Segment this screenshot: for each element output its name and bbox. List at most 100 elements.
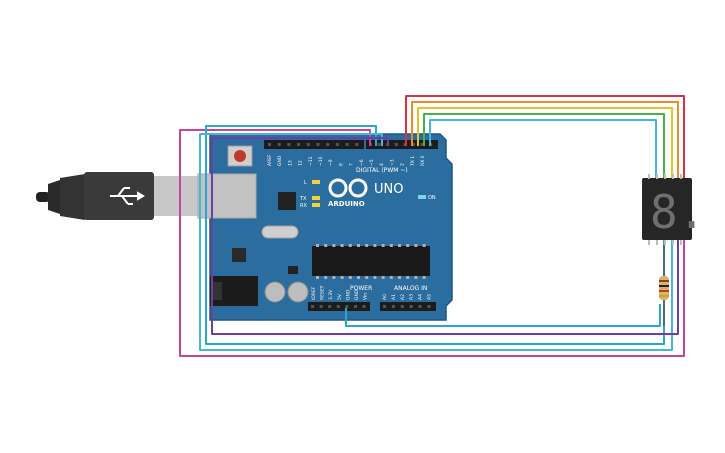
pin-label: GND [354, 289, 360, 300]
pin-label: ~11 [308, 156, 314, 166]
header-hole[interactable] [277, 143, 281, 146]
led-rx [312, 203, 320, 207]
pin-label: A2 [400, 294, 406, 300]
wire-blue-1 [205, 125, 665, 345]
power-header-label: POWER [350, 285, 372, 292]
digital-header-high[interactable] [264, 140, 364, 149]
header-hole[interactable] [287, 143, 291, 146]
wire-green [423, 113, 665, 182]
pin-label: A4 [418, 294, 424, 300]
usb-icon [110, 187, 145, 205]
chip-pins [316, 244, 426, 279]
pin-label: TX 1 [410, 156, 416, 167]
led-tx-label: TX [299, 196, 307, 202]
seven-segment-display[interactable]: 8. [642, 174, 705, 245]
chip-pin [324, 276, 328, 279]
header-hole[interactable] [420, 143, 424, 146]
chip-pin [340, 244, 344, 247]
header-hole[interactable] [336, 305, 340, 308]
chip-pin [340, 276, 344, 279]
pin-label: 7 [349, 163, 355, 166]
analog-header-label: ANALOG IN [394, 285, 427, 292]
header-hole[interactable] [328, 305, 332, 308]
display-digit: 8. [650, 185, 705, 239]
on-label: ON [428, 195, 436, 201]
header-hole[interactable] [418, 305, 422, 308]
chip-pin [357, 276, 360, 279]
header-hole[interactable] [400, 305, 404, 308]
header-hole[interactable] [345, 143, 349, 146]
pin-label: 4 [379, 163, 385, 166]
header-hole[interactable] [409, 305, 413, 308]
header-hole[interactable] [297, 143, 301, 146]
wire-cyan-inner [429, 119, 657, 182]
pin-label: A1 [391, 294, 397, 300]
resistor[interactable] [659, 245, 669, 326]
reset-button[interactable] [234, 150, 246, 162]
wires[interactable] [179, 95, 685, 357]
header-hole[interactable] [427, 305, 431, 308]
header-hole[interactable] [377, 143, 381, 146]
pin-label: RX 0 [420, 155, 426, 166]
regulator [232, 248, 246, 262]
header-hole[interactable] [345, 305, 349, 308]
header-hole[interactable] [412, 143, 415, 146]
chip-pin [398, 276, 401, 279]
header-hole[interactable] [335, 143, 339, 146]
chip-pin [406, 276, 410, 279]
brand-text: ARDUINO [328, 200, 365, 208]
chip-pin [357, 244, 360, 247]
chip-pin [373, 276, 377, 279]
atmega-chip [312, 246, 430, 276]
pin-label: 13 [287, 160, 293, 166]
wire-red [405, 95, 685, 182]
header-hole[interactable] [319, 305, 323, 308]
header-hole[interactable] [391, 305, 395, 308]
chip-pin [389, 276, 393, 279]
header-hole[interactable] [311, 305, 314, 308]
pin-label: A3 [409, 294, 415, 300]
header-hole[interactable] [383, 305, 386, 308]
header-hole[interactable] [326, 143, 330, 146]
wire-yellow [417, 107, 673, 182]
header-hole[interactable] [268, 143, 271, 146]
header-hole[interactable] [316, 143, 320, 146]
header-hole[interactable] [403, 143, 407, 146]
digital-header-low[interactable] [366, 140, 438, 149]
pin-label: ~6 [359, 159, 365, 166]
pin-label: ~3 [389, 159, 395, 166]
chip-pin [381, 244, 385, 247]
header-hole[interactable] [394, 143, 398, 146]
wire-purple [211, 137, 679, 335]
chip-pin [406, 244, 410, 247]
capacitor [287, 281, 309, 303]
pin-label: RESET [320, 285, 326, 300]
pin-label: ~10 [318, 156, 324, 166]
pin-label: Vin [363, 293, 369, 300]
chip-pin [414, 276, 418, 279]
led-l-label: L [304, 180, 307, 186]
chip-pin [422, 244, 426, 247]
header-hole[interactable] [355, 143, 359, 146]
chip-pin [348, 276, 352, 279]
digital-header-label: DIGITAL (PWM ~) [356, 167, 408, 174]
led-l [312, 180, 320, 184]
usb-jack [197, 173, 257, 219]
header-hole[interactable] [306, 143, 310, 146]
led-rx-label: RX [300, 203, 307, 209]
pin-label: IOREF [311, 286, 317, 300]
model-text: UNO [374, 182, 403, 197]
wire-blue-2 [199, 133, 673, 351]
pin-label: GND [345, 289, 351, 300]
header-hole[interactable] [354, 305, 357, 308]
chip-pin [422, 276, 426, 279]
header-hole[interactable] [362, 305, 366, 308]
pin-label: 2 [400, 163, 406, 166]
pin-label: GND [277, 155, 283, 166]
arduino-board[interactable]: L TX RX ON ARDUINO UNO DIGITAL (PWM ~) A… [197, 133, 453, 321]
usb-chip [278, 192, 296, 210]
analog-header[interactable] [380, 302, 436, 311]
